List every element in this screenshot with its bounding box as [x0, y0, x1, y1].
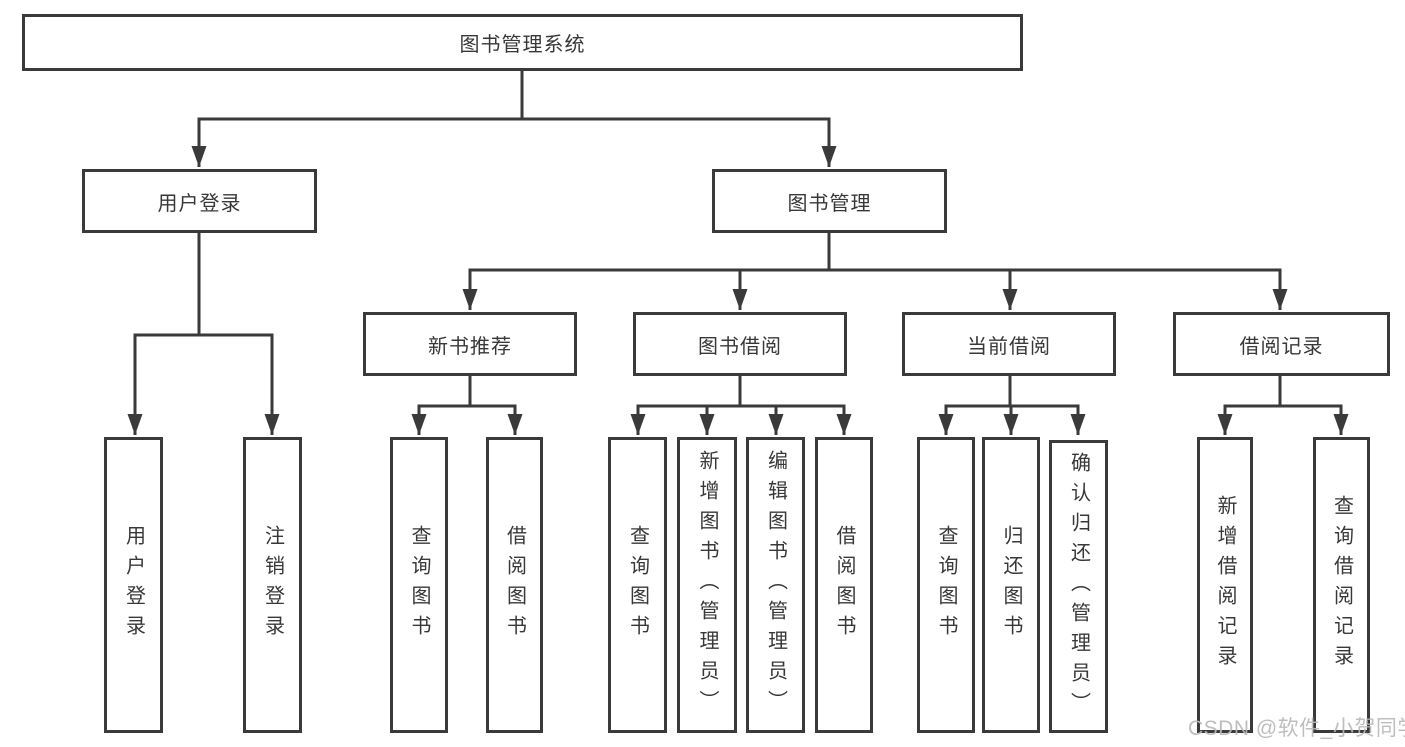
- leaf-query-books-recommend: 查询图书: [390, 437, 448, 733]
- node-current-borrow: 当前借阅: [902, 312, 1116, 376]
- leaf-query-books-borrow: 查询图书: [608, 437, 667, 733]
- leaf-add-borrow-record: 新增借阅记录: [1197, 437, 1253, 733]
- leaf-logout: 注销登录: [243, 437, 302, 733]
- leaf-query-borrow-record: 查询借阅记录: [1313, 437, 1370, 733]
- node-borrow-records: 借阅记录: [1173, 312, 1390, 376]
- node-user-login: 用户登录: [82, 169, 317, 233]
- leaf-borrow-books: 借阅图书: [815, 437, 873, 733]
- leaf-borrow-books-recommend: 借阅图书: [486, 437, 543, 733]
- leaf-user-login: 用户登录: [104, 437, 163, 733]
- leaf-edit-books-admin: 编辑图书（管理员）: [746, 437, 805, 733]
- leaf-return-books: 归还图书: [982, 437, 1040, 733]
- node-new-book-recommend: 新书推荐: [363, 312, 577, 376]
- csdn-watermark: CSDN @软件_小贺同学: [1188, 717, 1405, 740]
- leaf-add-books-admin: 新增图书（管理员）: [677, 437, 737, 733]
- node-book-management: 图书管理: [712, 169, 947, 233]
- leaf-query-books-current: 查询图书: [917, 437, 975, 733]
- node-root-system: 图书管理系统: [22, 14, 1023, 71]
- node-book-borrow: 图书借阅: [633, 312, 847, 376]
- leaf-confirm-return-admin: 确认归还（管理员）: [1049, 440, 1108, 733]
